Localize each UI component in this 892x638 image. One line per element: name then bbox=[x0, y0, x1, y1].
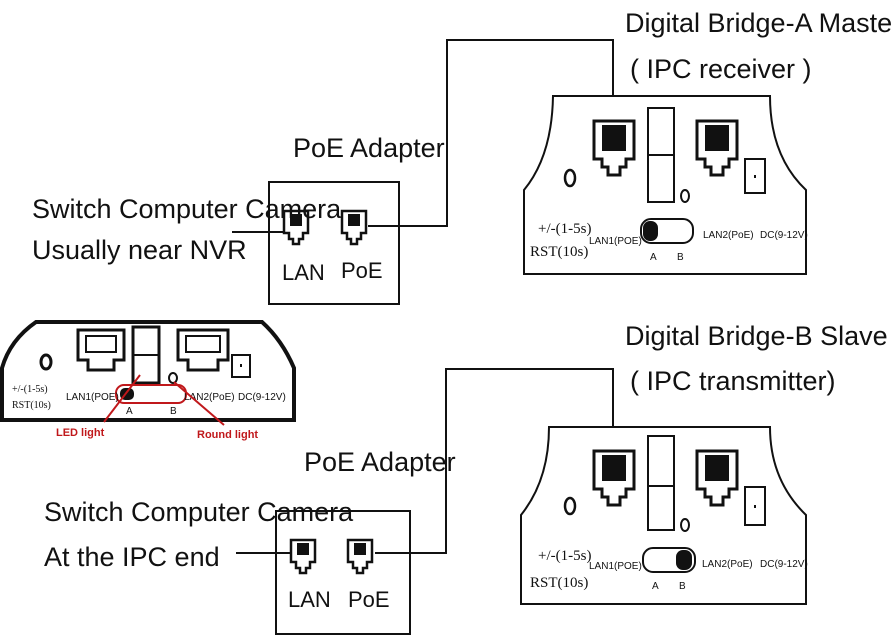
master-switch-line2: Usually near NVR bbox=[32, 235, 247, 265]
master-subtitle: ( IPC receiver ) bbox=[630, 54, 812, 84]
slave-led-light bbox=[647, 435, 675, 531]
legend-led-light-label: LED light bbox=[56, 427, 105, 439]
legend-dc-label: DC(9-12V) bbox=[238, 392, 286, 403]
slave-adapter-lan-port-icon bbox=[289, 538, 317, 575]
slave-switch-a-label: A bbox=[652, 581, 659, 592]
legend-switch-a-label: A bbox=[126, 406, 133, 417]
slave-round-light-icon bbox=[680, 518, 690, 532]
master-reset-hole-icon bbox=[563, 168, 577, 188]
master-reset-label1: +/-(1-5s) bbox=[538, 221, 591, 237]
master-adapter-poe-label: PoE bbox=[341, 258, 383, 283]
slave-adapter-lan-label: LAN bbox=[288, 587, 331, 612]
legend-lan2-port-icon bbox=[176, 328, 230, 372]
legend-reset-label1: +/-(1-5s) bbox=[12, 384, 48, 395]
legend-lan1-port-icon bbox=[76, 328, 126, 372]
legend-lan2-label: LAN2(PoE) bbox=[184, 392, 235, 403]
legend-round-light-label: Round light bbox=[197, 429, 258, 441]
master-lan1-label: LAN1(POE) bbox=[589, 236, 642, 247]
slave-switch-line1: Switch Computer Camera bbox=[44, 497, 354, 527]
slave-subtitle: ( IPC transmitter) bbox=[630, 366, 836, 396]
slave-reset-hole-icon bbox=[563, 496, 577, 516]
legend-led-pointer bbox=[103, 374, 141, 423]
legend-reset-hole-icon bbox=[39, 353, 53, 371]
legend-round-pointer bbox=[173, 381, 225, 426]
master-round-light-icon bbox=[680, 189, 690, 203]
legend-round-light-icon bbox=[168, 372, 178, 384]
master-poe-adapter-box bbox=[268, 181, 400, 305]
master-lan2-label: LAN2(PoE) bbox=[703, 230, 754, 241]
slave-lan2-label: LAN2(PoE) bbox=[702, 559, 753, 570]
master-adapter-lan-label: LAN bbox=[282, 260, 325, 285]
master-switch-a-label: A bbox=[650, 252, 657, 263]
master-adapter-title: PoE Adapter bbox=[293, 133, 445, 163]
master-title: Digital Bridge-A Master Mode bbox=[625, 8, 892, 38]
slave-title: Digital Bridge-B Slave Mode bbox=[625, 321, 892, 351]
slave-switch-b-label: B bbox=[679, 581, 686, 592]
master-adapter-poe-port-icon bbox=[340, 209, 368, 246]
slave-adapter-poe-port-icon bbox=[346, 538, 374, 575]
master-switch-line1: Switch Computer Camera bbox=[32, 194, 342, 224]
master-switch-b-label: B bbox=[677, 252, 684, 263]
slave-lan1-label: LAN1(POE) bbox=[589, 561, 642, 572]
legend-lan1-label: LAN1(POE) bbox=[66, 392, 119, 403]
legend-switch-b-label: B bbox=[170, 406, 177, 417]
slave-dc-label: DC(9-12V) bbox=[760, 559, 808, 570]
slave-poe-adapter-box bbox=[275, 510, 411, 635]
legend-ab-switch bbox=[115, 384, 187, 404]
slave-adapter-title: PoE Adapter bbox=[304, 447, 456, 477]
slave-reset-label2: RST(10s) bbox=[530, 575, 588, 591]
slave-switch-line2: At the IPC end bbox=[44, 542, 220, 572]
legend-reset-label2: RST(10s) bbox=[12, 400, 51, 411]
master-poe-to-bridge-line bbox=[368, 39, 614, 227]
slave-adapter-poe-label: PoE bbox=[348, 587, 390, 612]
master-reset-label2: RST(10s) bbox=[530, 244, 588, 260]
master-dc-label: DC(9-12V) bbox=[760, 230, 808, 241]
slave-poe-to-bridge-line bbox=[375, 368, 614, 554]
slave-reset-label1: +/-(1-5s) bbox=[538, 548, 591, 564]
